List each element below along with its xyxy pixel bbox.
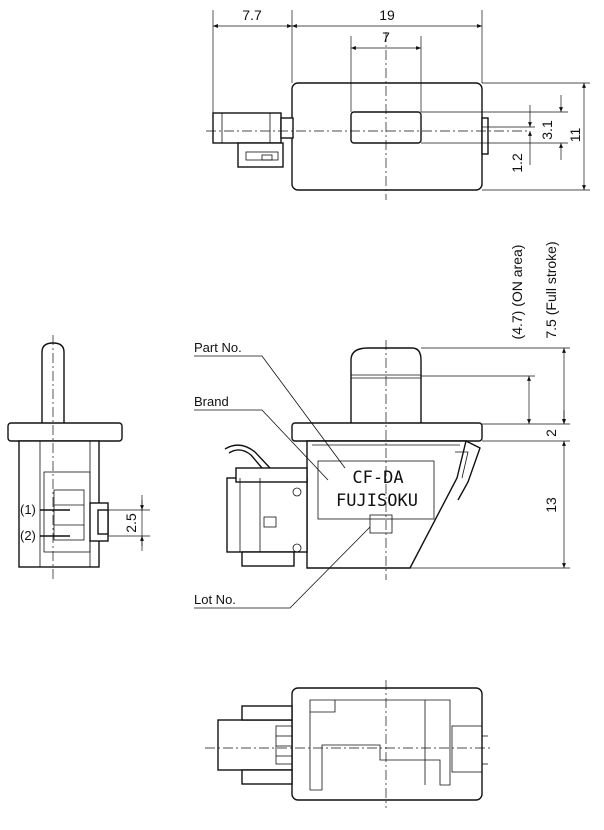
dim-top-width: 19 — [379, 7, 395, 23]
label-terminal-2: (2) — [20, 528, 36, 543]
dim-terminal-pitch: 2.5 — [123, 513, 139, 533]
dim-on-area: (4.7) (ON area) — [509, 245, 525, 340]
label-brand: Brand — [194, 394, 229, 409]
label-part-no: Part No. — [194, 340, 242, 355]
marking-brand-name: FUJISOKU — [336, 491, 418, 511]
dim-window-width: 7 — [382, 29, 390, 45]
dim-flange: 2 — [543, 429, 559, 437]
dim-window-offset: 1.2 — [509, 153, 525, 173]
dim-top-left-width: 7.7 — [242, 7, 262, 23]
front-view: CF-DA FUJISOKU Part No. Brand Lot No. (4… — [194, 241, 570, 609]
dim-body-height: 11 — [567, 128, 583, 143]
side-view: 2.5 (1) (2) — [7, 335, 150, 580]
dim-window-height: 3.1 — [539, 120, 555, 140]
dim-full-stroke: 7.5 (Full stroke) — [543, 241, 559, 338]
dim-case-height: 13 — [543, 497, 559, 513]
label-lot-no: Lot No. — [194, 592, 236, 607]
bottom-view — [205, 680, 492, 808]
top-view: 7.7 19 7 3.1 1.2 11 — [206, 7, 590, 200]
label-terminal-1: (1) — [20, 502, 36, 517]
marking-part-number: CF-DA — [352, 468, 403, 488]
